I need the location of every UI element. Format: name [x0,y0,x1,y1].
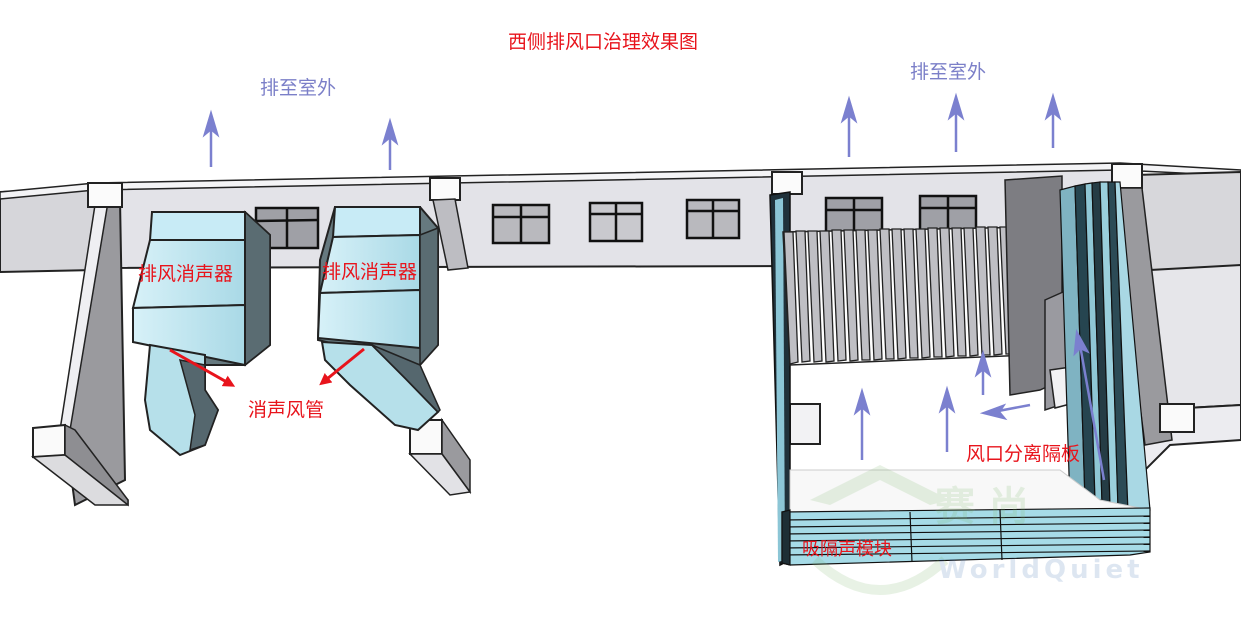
label-absorption-module: 吸隔声模块 [802,539,892,560]
silencer-2 [316,206,441,432]
watermark-cn: 赛 尚 [935,484,1029,530]
up-arrow-icon [1044,92,1062,148]
label-exhaust-outdoor-right: 排至室外 [910,61,986,83]
left-arrow-icon [979,403,1031,421]
up-arrow-icon [840,95,858,157]
up-arrow-icon [947,92,965,152]
watermark: 赛 尚 WorldQuiet [810,465,1144,595]
up-arrow-icon [853,387,871,460]
red-arrow-2 [319,347,365,386]
airflow-arrows [202,92,1106,481]
noise-enclosure [769,175,1151,567]
red-arrow-1 [169,348,236,387]
up-arrow-icon [974,349,992,395]
up-arrow-icon [938,385,956,452]
up-arrow-icon [202,109,220,167]
label-silencer-1: 排风消声器 [138,263,233,285]
page-title: 西侧排风口治理效果图 [508,31,698,53]
label-silencer-2: 排风消声器 [322,261,417,283]
red-arrows [169,347,365,387]
front-absorption-module [781,507,1151,566]
pillars [30,163,1195,507]
watermark-text: WorldQuiet [938,555,1144,585]
up-arrow-icon [1073,328,1106,481]
up-arrow-icon [381,117,399,170]
label-separation-panel: 风口分离隔板 [966,443,1080,465]
label-exhaust-outdoor-left: 排至室外 [260,77,336,99]
right-side-panels [1059,181,1151,513]
label-silencer-duct: 消声风管 [248,399,324,421]
labels: 西侧排风口治理效果图 排至室外 排至室外 排风消声器 排风消声器 消声风管 风口… [138,31,1080,560]
